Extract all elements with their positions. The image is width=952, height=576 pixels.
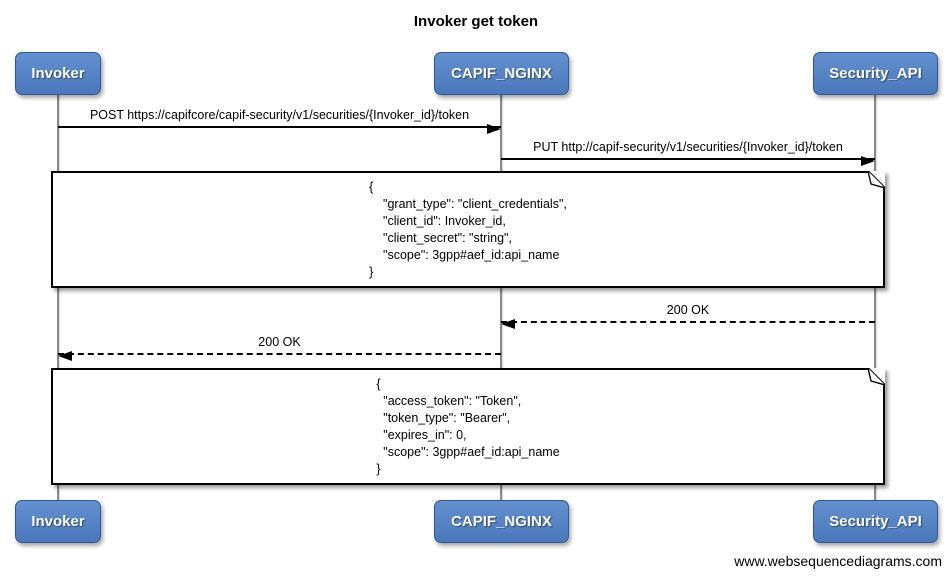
message-put-token: PUT http://capif-security/v1/securities/…	[501, 140, 875, 166]
note-token-request-body: { "grant_type": "client_credentials", "c…	[51, 171, 885, 288]
participant-label: Invoker	[31, 513, 85, 530]
arrowhead-right-icon	[487, 124, 501, 134]
watermark-text: www.websequencediagrams.com	[734, 553, 942, 569]
message-post-token: POST https://capifcore/capif-security/v1…	[58, 108, 501, 134]
message-label: 200 OK	[258, 335, 301, 349]
participant-label: Security_API	[829, 65, 922, 82]
arrowhead-left-icon	[501, 319, 515, 329]
message-200ok-security-to-capif: 200 OK	[501, 303, 875, 329]
message-line	[58, 353, 501, 355]
participant-label: Security_API	[829, 513, 922, 530]
participant-security-api-top: Security_API	[813, 52, 938, 95]
note-text: { "grant_type": "client_credentials", "c…	[369, 179, 567, 279]
participant-invoker-bottom: Invoker	[15, 500, 101, 543]
arrowhead-left-icon	[58, 351, 72, 361]
lifeline-capif-nginx	[500, 95, 502, 501]
note-token-response-body: { "access_token": "Token", "token_type":…	[51, 368, 885, 485]
participant-label: Invoker	[31, 65, 85, 82]
diagram-title: Invoker get token	[413, 13, 539, 30]
message-line	[58, 126, 501, 128]
participant-capif-nginx-top: CAPIF_NGINX	[434, 52, 569, 95]
participant-invoker-top: Invoker	[15, 52, 101, 95]
lifeline-security-api	[874, 95, 876, 501]
lifeline-invoker	[57, 95, 59, 501]
participant-security-api-bottom: Security_API	[813, 500, 938, 543]
message-label: PUT http://capif-security/v1/securities/…	[533, 140, 843, 154]
note-fold-icon	[868, 368, 885, 385]
arrowhead-right-icon	[861, 156, 875, 166]
participant-capif-nginx-bottom: CAPIF_NGINX	[434, 500, 569, 543]
message-200ok-capif-to-invoker: 200 OK	[58, 335, 501, 361]
message-label: POST https://capifcore/capif-security/v1…	[89, 108, 470, 122]
note-text: { "access_token": "Token", "token_type":…	[376, 376, 560, 476]
note-fold-icon	[868, 171, 885, 188]
participant-label: CAPIF_NGINX	[451, 513, 552, 530]
participant-label: CAPIF_NGINX	[451, 65, 552, 82]
message-line	[501, 158, 875, 160]
message-label: 200 OK	[666, 303, 710, 317]
message-line	[501, 321, 875, 323]
